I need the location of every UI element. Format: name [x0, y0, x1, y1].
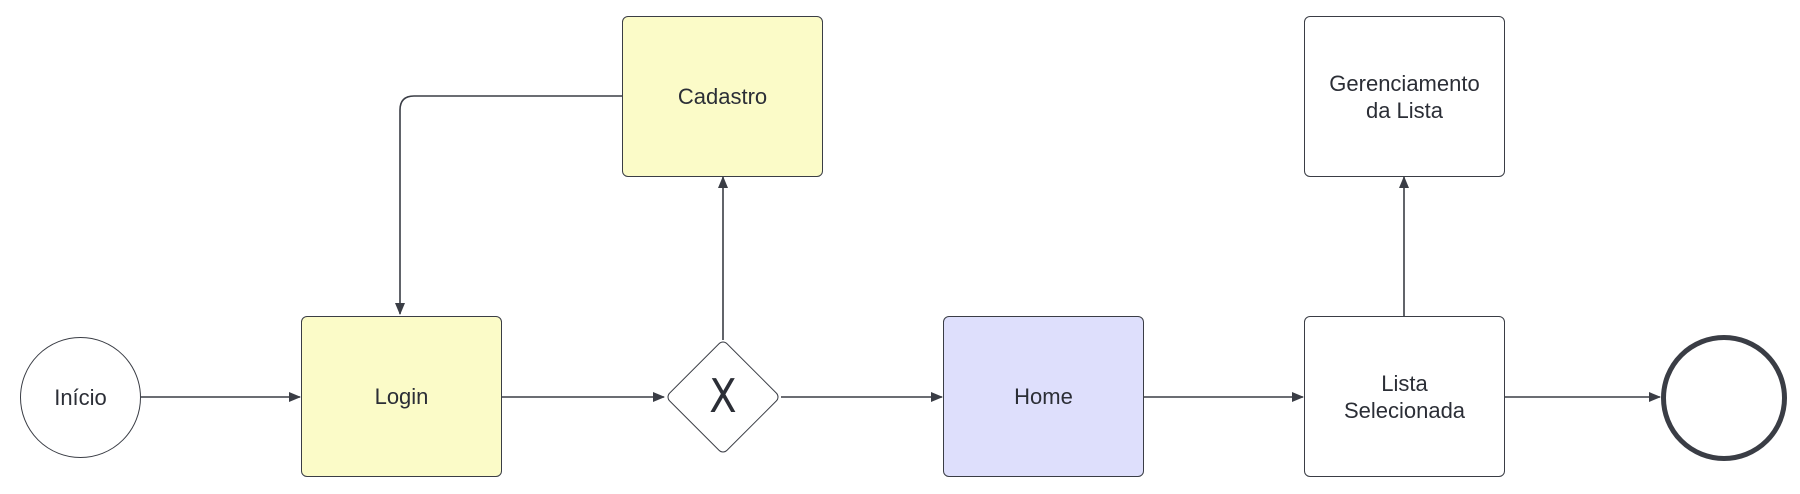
gerenciamento-lista-label: Gerenciamento da Lista	[1329, 70, 1480, 123]
cadastro-task[interactable]: Cadastro	[622, 16, 823, 177]
login-task-label: Login	[374, 384, 429, 409]
start-event[interactable]: Início	[20, 337, 141, 458]
start-event-label: Início	[54, 385, 107, 410]
home-task-label: Home	[1014, 384, 1073, 409]
lista-selecionada-task[interactable]: Lista Selecionada	[1304, 316, 1505, 477]
lista-selecionada-label: Lista Selecionada	[1343, 370, 1466, 423]
edge-cadastro-to-login	[395, 95, 622, 315]
exclusive-gateway-x-icon: X	[709, 370, 737, 424]
end-event[interactable]	[1661, 335, 1787, 461]
login-task[interactable]: Login	[301, 316, 502, 477]
gerenciamento-lista-task[interactable]: Gerenciamento da Lista	[1304, 16, 1505, 177]
home-task[interactable]: Home	[943, 316, 1144, 477]
cadastro-task-label: Cadastro	[677, 84, 768, 109]
